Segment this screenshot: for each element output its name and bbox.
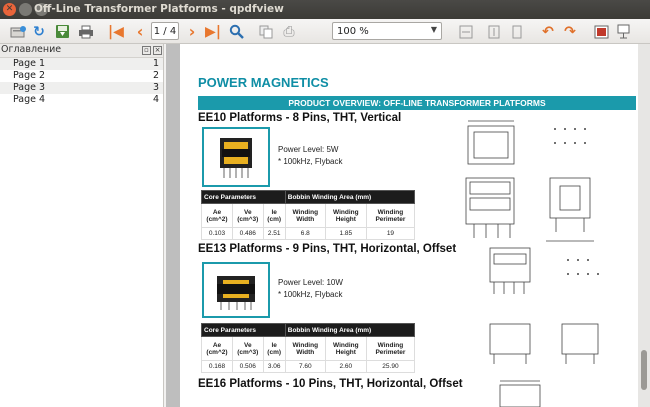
refresh-icon[interactable]: ↻ (33, 23, 45, 40)
open-icon[interactable] (8, 22, 28, 41)
outline-item-page-number: 4 (152, 94, 159, 105)
title-bar: ✕ Off-Line Transformer Platforms - qpdfv… (0, 0, 650, 19)
fit-height-icon[interactable] (484, 22, 504, 41)
product-title-ee10: EE10 Platforms - 8 Pins, THT, Vertical (198, 112, 402, 124)
frequency: * 100kHz, Flyback (278, 290, 343, 299)
print-icon[interactable] (76, 22, 96, 41)
frequency: * 100kHz, Flyback (278, 157, 343, 166)
rotate-left-icon[interactable]: ↶ (542, 23, 554, 40)
vertical-scrollbar[interactable] (638, 44, 650, 407)
previous-page-icon[interactable]: ‹ (136, 21, 144, 41)
toolbar: ↻ |◀ ‹ 1 / 4 › ▶| ⎙ 100 % ▼ ↶ (0, 19, 650, 44)
outline-item-page-3[interactable]: Page 3 3 (0, 82, 163, 94)
col-winding-perimeter: Winding Perimeter (365, 336, 416, 361)
product-spec-ee10: Power Level: 5W * 100kHz, Flyback (278, 144, 342, 168)
cell-value: 25.90 (365, 360, 416, 373)
product-spec-ee13: Power Level: 10W * 100kHz, Flyback (278, 277, 343, 301)
outline-item-page-number: 2 (152, 70, 159, 81)
fullscreen-icon[interactable] (591, 22, 611, 41)
rotate-right-icon[interactable]: ↷ (564, 23, 576, 40)
cell-value: 1.85 (324, 227, 367, 240)
col-winding-height: Winding Height (324, 336, 367, 361)
mechanical-drawing-ee10 (465, 120, 594, 242)
outline-item-label: Page 2 (13, 70, 46, 81)
cell-value: 19 (365, 227, 416, 240)
outline-item-page-2[interactable]: Page 2 2 (0, 70, 163, 82)
window-title: Off-Line Transformer Platforms - qpdfvie… (34, 3, 284, 15)
outline-item-label: Page 1 (13, 58, 46, 69)
col-ae: Ae (cm^2) (201, 336, 233, 361)
outline-item-label: Page 4 (13, 94, 46, 105)
presentation-icon[interactable] (613, 22, 633, 41)
col-ve: Ve (cm^3) (231, 203, 264, 228)
chevron-down-icon: ▼ (430, 25, 437, 34)
zoom-select[interactable]: 100 % ▼ (332, 22, 442, 40)
outline-header: Оглавление ▫ × (0, 44, 163, 58)
scrollbar-thumb[interactable] (641, 350, 647, 390)
page-number-field[interactable]: 1 / 4 (151, 22, 179, 40)
mechanical-drawing-ee13 (489, 247, 599, 364)
last-page-icon[interactable]: ▶| (205, 23, 221, 40)
cell-value: 0.168 (201, 360, 233, 373)
copy-icon[interactable] (256, 22, 276, 41)
fit-width-icon[interactable] (456, 22, 476, 41)
outline-item-label: Page 3 (13, 82, 46, 93)
bobbin-header: Bobbin Winding Area (mm) (284, 190, 416, 204)
product-image-ee13 (202, 262, 270, 318)
window-close-button[interactable]: ✕ (3, 3, 16, 16)
pdf-page: POWER MAGNETICS PRODUCT OVERVIEW: OFF-LI… (180, 44, 638, 407)
bobbin-header: Bobbin Winding Area (mm) (284, 323, 416, 337)
outline-title: Оглавление (1, 44, 62, 55)
product-title-ee13: EE13 Platforms - 9 Pins, THT, Horizontal… (198, 243, 457, 255)
cell-value: 7.60 (284, 360, 326, 373)
zoom-value: 100 % (337, 25, 369, 37)
col-le: le (cm) (262, 336, 286, 361)
close-icon[interactable]: × (153, 46, 162, 55)
cell-value: 0.103 (201, 227, 233, 240)
col-winding-width: Winding Width (284, 336, 326, 361)
col-winding-height: Winding Height (324, 203, 367, 228)
outline-item-page-1[interactable]: Page 1 1 (0, 58, 163, 70)
col-winding-width: Winding Width (284, 203, 326, 228)
save-icon[interactable] (52, 22, 72, 41)
cell-value: 2.60 (324, 360, 367, 373)
cell-value: 0.506 (231, 360, 264, 373)
cell-value: 6.8 (284, 227, 326, 240)
core-header: Core Parameters (201, 323, 286, 337)
outline-item-page-number: 1 (152, 58, 159, 69)
first-page-icon[interactable]: |◀ (108, 23, 124, 40)
col-ve: Ve (cm^3) (231, 336, 264, 361)
next-page-icon[interactable]: › (188, 21, 196, 41)
core-table-ee10: Core Parameters Bobbin Winding Area (mm)… (201, 190, 416, 240)
cell-value: 0.486 (231, 227, 264, 240)
power-level: Power Level: 10W (278, 278, 343, 287)
window-minimize-button[interactable] (19, 3, 32, 16)
product-image-ee10 (202, 127, 270, 187)
fit-page-icon[interactable] (507, 22, 527, 41)
core-table-ee13: Core Parameters Bobbin Winding Area (mm)… (201, 323, 416, 373)
attachment-icon[interactable]: ⎙ (283, 23, 295, 40)
search-icon[interactable] (226, 22, 246, 41)
undock-icon[interactable]: ▫ (142, 46, 151, 55)
section-banner: PRODUCT OVERVIEW: OFF-LINE TRANSFORMER P… (198, 96, 636, 110)
col-ae: Ae (cm^2) (201, 203, 233, 228)
outline-item-page-number: 3 (152, 82, 159, 93)
outline-list: Page 1 1 Page 2 2 Page 3 3 Page 4 4 (0, 58, 163, 106)
window-maximize-button[interactable] (35, 3, 48, 16)
outline-sidebar: Оглавление ▫ × Page 1 1 Page 2 2 Page 3 … (0, 44, 164, 407)
document-heading: POWER MAGNETICS (198, 75, 329, 90)
col-winding-perimeter: Winding Perimeter (365, 203, 416, 228)
core-header: Core Parameters (201, 190, 286, 204)
outline-item-page-4[interactable]: Page 4 4 (0, 94, 163, 106)
col-le: le (cm) (262, 203, 286, 228)
cell-value: 3.06 (262, 360, 286, 373)
document-view[interactable]: POWER MAGNETICS PRODUCT OVERVIEW: OFF-LI… (166, 44, 638, 407)
product-title-ee16: EE16 Platforms - 10 Pins, THT, Horizonta… (198, 378, 463, 390)
cell-value: 2.51 (262, 227, 286, 240)
power-level: Power Level: 5W (278, 145, 339, 154)
mechanical-drawing-ee16 (499, 380, 541, 407)
